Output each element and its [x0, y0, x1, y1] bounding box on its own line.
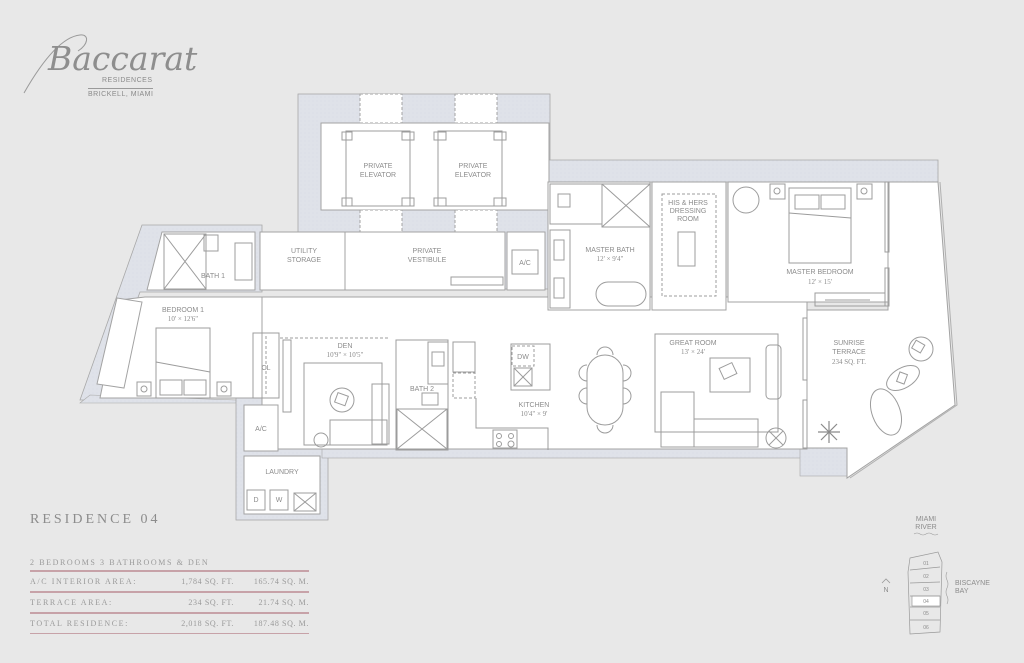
- table-row: TOTAL RESIDENCE: 2,018 SQ. FT. 187.48 SQ…: [30, 614, 309, 634]
- keyplan-bay-line2: BAY: [955, 588, 969, 595]
- label-great-room: GREAT ROOM: [669, 340, 716, 347]
- building-outline: [907, 551, 943, 635]
- plant-icon: [818, 421, 840, 443]
- area-sqft: 234 SQ. FT.: [188, 598, 234, 607]
- label-master-bedroom-dims: 12' × 15': [808, 278, 832, 286]
- label-terrace-area: 234 SQ. FT.: [832, 358, 866, 366]
- key-plan: MIAMI RIVER N BISCAYNE BAY 01 02 03 04 0…: [881, 516, 990, 635]
- svg-text:05: 05: [923, 611, 929, 617]
- label-terrace-line1: SUNRISE: [833, 340, 864, 347]
- table-row: TERRACE AREA: 234 SQ. FT. 21.74 SQ. M.: [30, 593, 309, 614]
- keyplan-north: N: [883, 587, 888, 594]
- table-row: A/C INTERIOR AREA: 1,784 SQ. FT. 165.74 …: [30, 572, 309, 593]
- baccarat-logo: Baccarat RESIDENCES BRICKELL, MIAMI: [20, 25, 200, 100]
- residence-summary: 2 BEDROOMS 3 BATHROOMS & DEN: [30, 555, 309, 572]
- label-den: DEN: [338, 343, 353, 350]
- label-master-bedroom: MASTER BEDROOM: [786, 269, 853, 276]
- area-table: 2 BEDROOMS 3 BATHROOMS & DEN A/C INTERIO…: [30, 555, 309, 634]
- label-den-dims: 10'9" × 10'5": [327, 351, 364, 359]
- area-label: TERRACE AREA:: [30, 598, 113, 607]
- svg-text:06: 06: [923, 625, 929, 631]
- label-washer: W: [276, 497, 283, 504]
- label-kitchen-dims: 10'4" × 9': [521, 410, 548, 418]
- label-bedroom-1: BEDROOM 1: [162, 307, 204, 314]
- brand-name: Baccarat: [48, 39, 198, 78]
- label-master-bath-dims: 12' × 9'4": [597, 255, 624, 263]
- label-kitchen: KITCHEN: [519, 402, 550, 409]
- label-elevator-1-line1: PRIVATE: [364, 163, 393, 170]
- label-ac-top: A/C: [519, 260, 531, 267]
- label-dressing-line3: ROOM: [677, 216, 699, 223]
- label-elevator-1-line2: ELEVATOR: [360, 172, 396, 179]
- area-sqm: 187.48 SQ. M.: [253, 619, 309, 628]
- residence-title: RESIDENCE 04: [30, 512, 161, 527]
- laundry-appliances: D W: [246, 489, 317, 512]
- label-closet: CL: [262, 365, 271, 372]
- label-terrace-line2: TERRACE: [832, 349, 866, 356]
- svg-text:03: 03: [923, 587, 929, 593]
- keyplan-river-line1: MIAMI: [916, 516, 936, 523]
- label-elevator-2-line2: ELEVATOR: [455, 172, 491, 179]
- area-sqm: 21.74 SQ. M.: [258, 598, 309, 607]
- svg-text:01: 01: [923, 561, 929, 567]
- label-bath-2: BATH 2: [410, 386, 434, 393]
- area-sqft: 2,018 SQ. FT.: [181, 619, 234, 628]
- room-labels: PRIVATE ELEVATOR PRIVATE ELEVATOR UTILIT…: [162, 163, 866, 476]
- unit-numbers: 01 02 03 04 05 06: [923, 561, 929, 631]
- logo-swash-icon: [23, 34, 87, 94]
- svg-text:02: 02: [923, 574, 929, 580]
- label-vestibule-line1: PRIVATE: [413, 248, 442, 255]
- area-label: TOTAL RESIDENCE:: [30, 619, 129, 628]
- label-utility-line1: UTILITY: [291, 248, 317, 255]
- label-ac-left: A/C: [255, 426, 267, 433]
- area-sqft: 1,784 SQ. FT.: [181, 577, 234, 586]
- label-vestibule-line2: VESTIBULE: [408, 257, 447, 264]
- label-dressing-line2: DRESSING: [670, 208, 707, 215]
- label-elevator-2-line1: PRIVATE: [459, 163, 488, 170]
- label-laundry: LAUNDRY: [265, 469, 299, 476]
- label-bath-1: BATH 1: [201, 273, 225, 280]
- north-arrow-icon: [881, 578, 891, 584]
- label-dryer: D: [253, 497, 258, 504]
- label-dressing-line1: HIS & HERS: [668, 200, 708, 207]
- label-utility-line2: STORAGE: [287, 257, 321, 264]
- label-dw: DW: [517, 354, 529, 361]
- area-label: A/C INTERIOR AREA:: [30, 577, 138, 586]
- brand-sub-location: BRICKELL, MIAMI: [88, 88, 154, 98]
- brand-sub-residences: RESIDENCES: [102, 77, 153, 84]
- bay-wave-icon: [945, 571, 949, 605]
- svg-text:04: 04: [923, 599, 929, 605]
- keyplan-bay-line1: BISCAYNE: [955, 580, 990, 587]
- interior-details: [136, 130, 958, 479]
- label-master-bath: MASTER BATH: [585, 247, 634, 254]
- river-wave-icon: [913, 532, 939, 536]
- area-sqm: 165.74 SQ. M.: [253, 577, 309, 586]
- label-great-room-dims: 13' × 24': [681, 348, 705, 356]
- interior-floor: [96, 93, 956, 515]
- keyplan-river-line2: RIVER: [915, 524, 936, 531]
- label-bedroom-1-dims: 10' × 12'6": [168, 315, 198, 323]
